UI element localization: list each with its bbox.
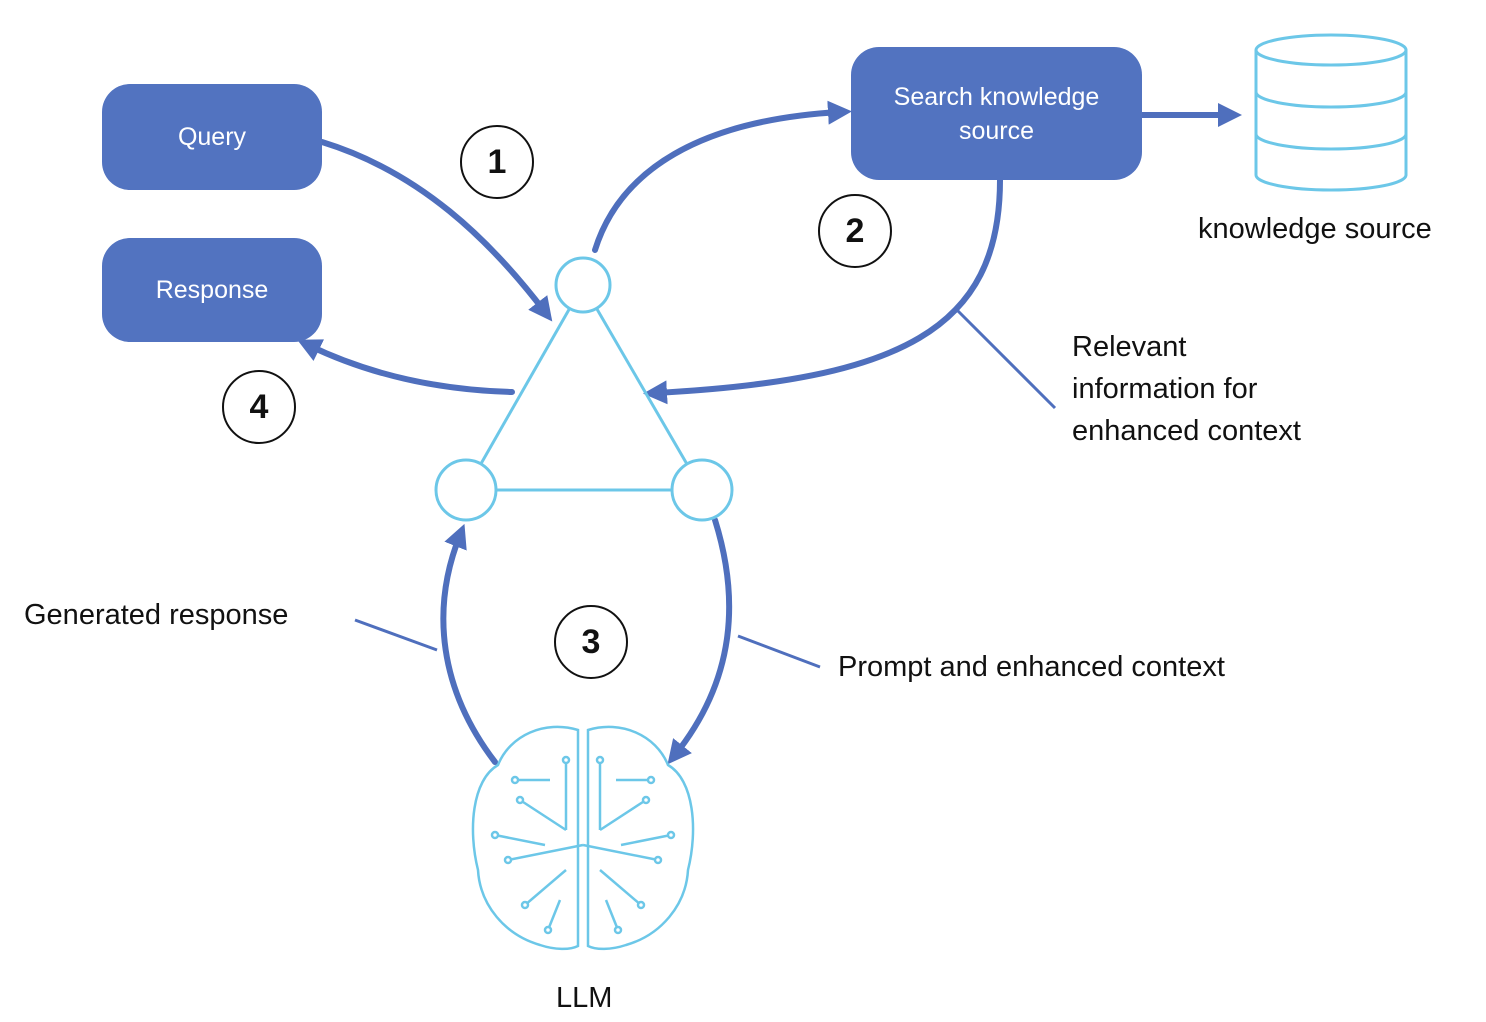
brain-circuit-icon <box>471 725 695 951</box>
query-label: Query <box>177 123 247 151</box>
search-knowledge-label: Search knowledge source <box>893 82 1100 145</box>
pointer-generated-response <box>354 618 438 652</box>
pointer-prompt-context <box>737 634 821 669</box>
response-label: Response <box>155 276 269 304</box>
step-1: 1 <box>460 125 534 199</box>
arrow-orchestrator-to-search <box>592 100 852 253</box>
arrow-search-return-context <box>643 177 1003 405</box>
step-4: 4 <box>222 370 296 444</box>
arrow-prompt-to-llm <box>667 517 733 765</box>
pointer-relevant-info <box>953 306 1057 410</box>
response-box: Response <box>102 238 322 342</box>
generated-response-label: Generated response <box>24 599 289 631</box>
prompt-context-label: Prompt and enhanced context <box>838 651 1225 683</box>
orchestrator-icon <box>434 256 734 522</box>
arrow-query-to-orchestrator <box>319 139 553 322</box>
arrow-llm-to-orchestrator <box>440 523 498 765</box>
step-3: 3 <box>554 605 628 679</box>
relevant-info-label: Relevant information for enhanced contex… <box>1072 331 1301 447</box>
llm-label: LLM <box>556 982 613 1014</box>
arrow-orchestrator-to-response <box>297 339 515 395</box>
query-box: Query <box>102 84 322 190</box>
search-knowledge-box: Search knowledge source <box>851 47 1142 180</box>
knowledge-source-label: knowledge source <box>1198 213 1432 245</box>
database-icon <box>1254 33 1408 192</box>
step-2: 2 <box>818 194 892 268</box>
